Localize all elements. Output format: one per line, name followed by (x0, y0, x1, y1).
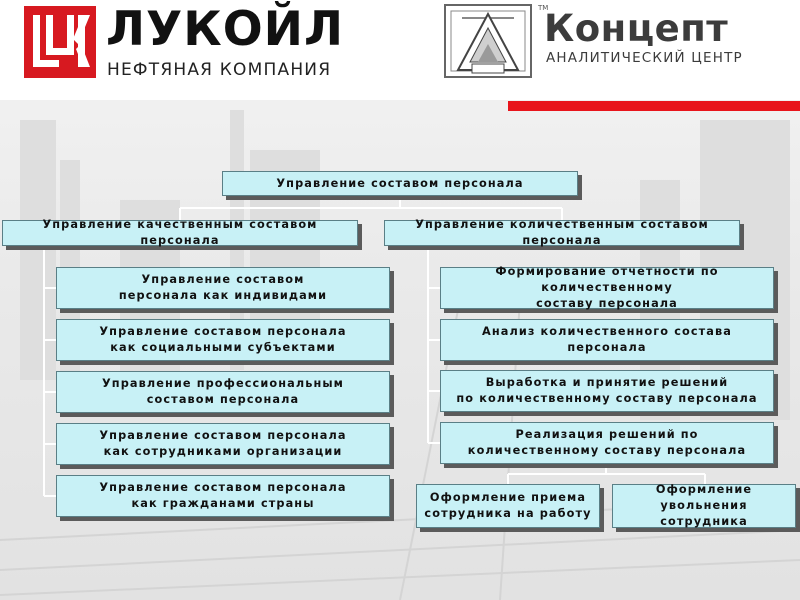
lukoil-subtitle: НЕФТЯНАЯ КОМПАНИЯ (107, 60, 332, 80)
node-qual-social-subjects: Управление составом персонала как социал… (56, 319, 390, 361)
koncept-name: Концепт (544, 7, 729, 50)
lukoil-logo-icon (24, 6, 96, 78)
node-quant-decisions: Выработка и принятие решений по количест… (440, 370, 774, 412)
accent-bar (508, 101, 800, 111)
node-quantitative-branch: Управление количественным составом персо… (384, 218, 740, 247)
node-qual-professional: Управление профессиональным составом пер… (56, 371, 390, 413)
header-band (0, 0, 800, 100)
node-quant-analysis: Анализ количественного состава персонала (440, 319, 774, 361)
node-qual-individuals: Управление составом персонала как индиви… (56, 267, 390, 309)
node-qualitative-branch: Управление качественным составом персона… (2, 218, 358, 247)
node-quant-reporting: Формирование отчетности по количественно… (440, 265, 774, 310)
lukoil-name: ЛУКОЙЛ (106, 2, 345, 57)
node-qual-citizens: Управление составом персонала как гражда… (56, 475, 390, 517)
koncept-subtitle: АНАЛИТИЧЕСКИЙ ЦЕНТР (546, 50, 743, 66)
koncept-emblem-icon (444, 4, 532, 78)
trademark-mark: TM (538, 4, 549, 12)
node-root: Управление составом персонала (222, 171, 578, 196)
node-qual-employees: Управление составом персонала как сотруд… (56, 423, 390, 465)
node-dismissal: Оформление увольнения сотрудника (612, 483, 796, 528)
node-hiring: Оформление приема сотрудника на работу (416, 484, 600, 528)
node-quant-implementation: Реализация решений по количественному со… (440, 422, 774, 464)
